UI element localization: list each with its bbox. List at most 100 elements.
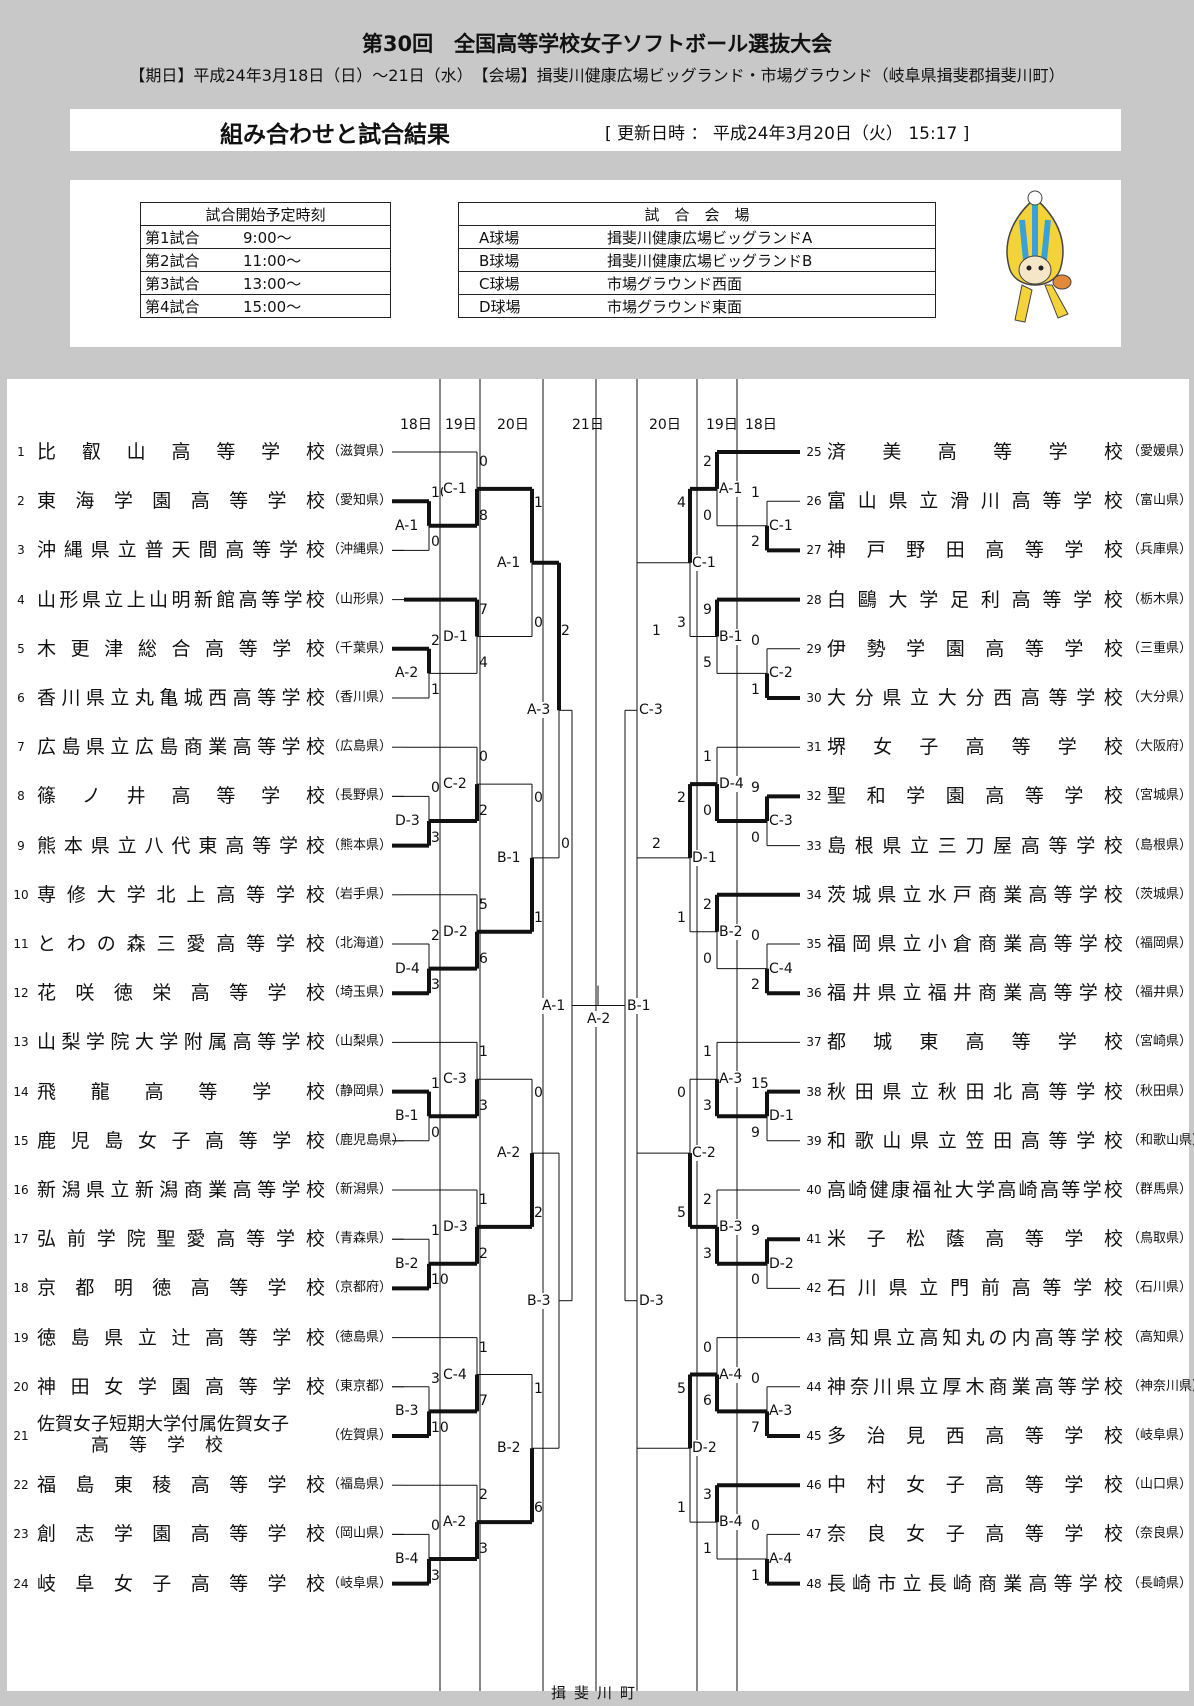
game-id: A-4 bbox=[769, 1551, 793, 1567]
game-score: 2 bbox=[677, 790, 686, 807]
game-score: 1 bbox=[677, 1500, 686, 1517]
game-label: 第4試合 bbox=[140, 294, 239, 318]
game-score: 1 bbox=[703, 749, 712, 766]
game-id: A-3 bbox=[719, 1071, 743, 1088]
game-id: D-4 bbox=[719, 776, 744, 793]
game-score: 9 bbox=[751, 1223, 760, 1240]
team-name: 山梨学院大学附属高等学校 bbox=[37, 1031, 325, 1054]
team-name: 東海学園高等学校 bbox=[37, 490, 325, 513]
team-prefecture: （富山県） bbox=[1127, 493, 1193, 509]
team-prefecture: （兵庫県） bbox=[1127, 542, 1193, 558]
game-id: B-1 bbox=[627, 997, 651, 1014]
team-name: 高崎健康福祉大学高崎高等学校 bbox=[827, 1179, 1123, 1201]
team-prefecture: （大分県） bbox=[1127, 690, 1193, 705]
team-name: 白鷗大学足利高等学校 bbox=[827, 588, 1123, 611]
team-prefecture: （徳島県） bbox=[327, 1329, 393, 1345]
game-score: 2 bbox=[431, 632, 440, 649]
team-prefecture: （茨城県） bbox=[1127, 886, 1193, 902]
team-name: 京都明徳高等学校 bbox=[37, 1277, 325, 1300]
team-number: 7 bbox=[17, 740, 25, 755]
game-score: 0 bbox=[431, 780, 440, 797]
day-label: 20日 bbox=[497, 417, 529, 433]
field-place: 揖斐川健康広場ビッグランドA bbox=[603, 225, 936, 249]
team-name: 神奈川県立厚木商業高等学校 bbox=[827, 1375, 1123, 1398]
game-score: 0 bbox=[561, 835, 570, 852]
team-name: 奈良女子高等学校 bbox=[827, 1523, 1123, 1546]
game-score: 0 bbox=[534, 790, 543, 807]
game-id: B-2 bbox=[719, 923, 743, 940]
game-score: 3 bbox=[703, 1487, 712, 1504]
team-number: 20 bbox=[13, 1379, 29, 1394]
game-score: 1 bbox=[534, 909, 543, 926]
game-score: 3 bbox=[479, 1098, 488, 1115]
team-name: 堺女子高等学校 bbox=[827, 736, 1123, 759]
game-id: D-1 bbox=[692, 849, 717, 866]
game-score: 9 bbox=[751, 1124, 760, 1141]
team-number: 33 bbox=[806, 838, 822, 853]
game-score: 2 bbox=[479, 1487, 488, 1504]
game-id: D-1 bbox=[769, 1108, 794, 1125]
team-name: 中村女子高等学校 bbox=[827, 1474, 1123, 1497]
game-score: 2 bbox=[703, 896, 712, 913]
game-score: 1 bbox=[677, 909, 686, 926]
game-id: D-3 bbox=[639, 1292, 664, 1309]
game-score: 1 bbox=[431, 1223, 440, 1240]
game-score: 9 bbox=[751, 780, 760, 797]
team-number: 24 bbox=[13, 1576, 29, 1591]
game-score: 7 bbox=[479, 1393, 488, 1410]
field-label: C球場 bbox=[458, 271, 603, 295]
game-score: 0 bbox=[751, 1518, 760, 1535]
footer-town: 揖斐川町 bbox=[550, 1684, 643, 1702]
team-name: 比叡山高等学校 bbox=[37, 441, 325, 463]
game-time: 15:00～ bbox=[239, 294, 391, 318]
game-score: 2 bbox=[431, 928, 440, 944]
team-number: 23 bbox=[13, 1527, 29, 1542]
team-number: 4 bbox=[17, 592, 25, 607]
game-score: 0 bbox=[479, 454, 488, 470]
game-score: 1 bbox=[479, 1044, 488, 1061]
team-name: 神田女学園高等学校 bbox=[37, 1375, 325, 1398]
team-prefecture: （神奈川県） bbox=[1127, 1378, 1194, 1394]
team-name: 福岡県立小倉商業高等学校 bbox=[827, 933, 1123, 955]
team-prefecture: （島根県） bbox=[1127, 837, 1193, 853]
game-id: D-2 bbox=[769, 1255, 794, 1272]
team-name: 石川県立門前高等学校 bbox=[827, 1277, 1123, 1300]
game-score: 10 bbox=[431, 1272, 449, 1289]
game-score: 2 bbox=[652, 835, 661, 852]
game-score: 5 bbox=[703, 655, 712, 672]
game-score: 0 bbox=[431, 1124, 440, 1141]
team-name: 香川県立丸亀城西高等学校 bbox=[37, 687, 325, 709]
team-number: 10 bbox=[13, 887, 29, 902]
game-score: 1 bbox=[751, 682, 760, 698]
team-number: 14 bbox=[13, 1084, 29, 1099]
bracket-lines bbox=[392, 379, 800, 1691]
day-label: 21日 bbox=[572, 417, 604, 433]
team-number: 32 bbox=[806, 789, 822, 804]
team-prefecture: （山梨県） bbox=[327, 1034, 393, 1050]
team-name: 富山県立滑川高等学校 bbox=[827, 490, 1123, 513]
team-prefecture: （岐阜県） bbox=[327, 1575, 393, 1591]
team-name: 広島県立広島商業高等学校 bbox=[37, 736, 325, 759]
game-id: B-3 bbox=[719, 1218, 743, 1235]
team-prefecture: （滋賀県） bbox=[327, 444, 393, 459]
team-prefecture: （三重県） bbox=[1127, 640, 1193, 656]
team-number: 48 bbox=[806, 1576, 822, 1591]
venue-table: 試 合 会 場 A球場揖斐川健康広場ビッグランドA B球場揖斐川健康広場ビッグラ… bbox=[458, 202, 936, 318]
game-score: 2 bbox=[703, 454, 712, 470]
schedule-header: 試合開始予定時刻 bbox=[140, 202, 391, 226]
field-place: 市場グラウンド西面 bbox=[603, 271, 936, 295]
tournament-info: 【期日】平成24年3月18日（日）～21日（水） 【会場】揖斐川健康広場ビッグラ… bbox=[129, 66, 1065, 85]
team-number: 1 bbox=[17, 445, 25, 459]
day-label: 19日 bbox=[706, 417, 738, 433]
game-score: 3 bbox=[677, 614, 686, 631]
team-number: 21 bbox=[13, 1429, 29, 1443]
game-score: 1 bbox=[534, 494, 543, 511]
team-number: 6 bbox=[17, 691, 25, 705]
game-id: A-2 bbox=[395, 665, 419, 682]
team-prefecture: （佐賀県） bbox=[327, 1428, 393, 1443]
team-number: 31 bbox=[806, 740, 822, 755]
game-id: D-4 bbox=[395, 960, 420, 977]
team-number: 18 bbox=[13, 1281, 29, 1296]
game-score: 2 bbox=[703, 1192, 712, 1208]
